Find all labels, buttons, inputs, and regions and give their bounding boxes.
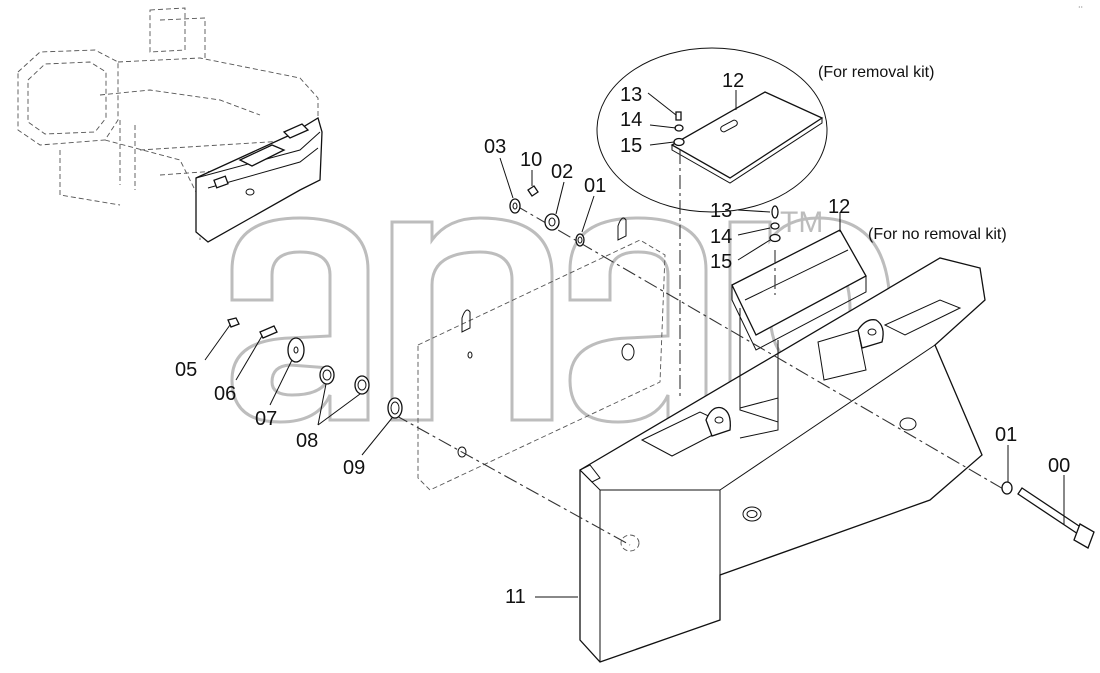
callout-06: 06 [214,383,236,405]
callout-09: 09 [343,457,365,479]
removal-kit-note: (For removal kit) [818,64,934,81]
callout-11: 11 [505,586,526,608]
fastener-parts [227,185,1095,549]
alignment-lines [394,150,1006,552]
top-cover-no-kit [731,205,867,423]
callout-14-nokit: 14 [710,226,732,248]
no-removal-kit-note: (For no removal kit) [868,226,1007,243]
leader-lines [204,90,1065,598]
machine-overview-sketch [17,7,323,243]
callout-13-nokit: 13 [710,200,732,222]
callout-15-kit: 15 [620,135,642,157]
callout-02: 02 [551,161,573,183]
callout-08: 08 [296,430,318,452]
callout-labels: 03 10 02 01 05 06 07 08 09 11 01 00 12 1… [175,70,1070,608]
callout-13-kit: 13 [620,84,642,106]
mounting-plate [417,217,666,491]
callout-01-top: 01 [584,175,606,197]
callout-10: 10 [520,149,542,171]
removal-kit-inset [596,47,828,213]
trademark-symbol: TM [780,206,823,239]
callout-05: 05 [175,359,197,381]
callout-07: 07 [255,408,277,430]
callout-12-nokit: 12 [828,196,850,218]
callout-00: 00 [1048,455,1070,477]
callout-12-kit: 12 [722,70,744,92]
counterweight-body [579,257,986,663]
callout-01-bottom: 01 [995,424,1017,446]
callout-15-nokit: 15 [710,251,732,273]
callout-14-kit: 14 [620,109,642,131]
corner-mark: ·· [1078,3,1083,12]
callout-03: 03 [484,136,506,158]
